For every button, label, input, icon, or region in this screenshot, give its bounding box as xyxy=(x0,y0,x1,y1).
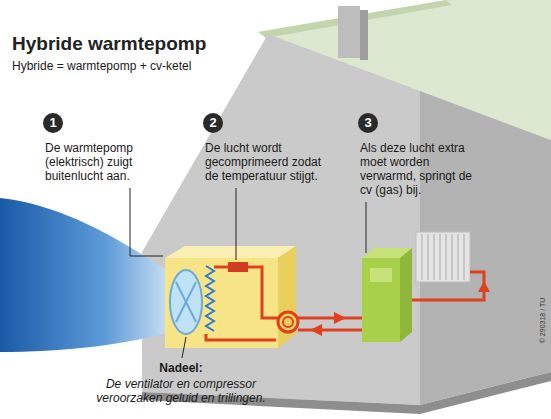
callout-number: 2 xyxy=(203,113,223,133)
subtitle: Hybride = warmtepomp + cv-ketel xyxy=(12,59,191,73)
callout-text-holder: De lucht wordt gecomprimeerd zodat de te… xyxy=(205,141,327,183)
leader-line xyxy=(366,202,367,253)
subtitle-holder: Hybride = warmtepomp + cv-ketel xyxy=(12,59,191,73)
compressor xyxy=(228,262,248,272)
callout-number-holder: 2 xyxy=(203,113,223,133)
callout-number: 3 xyxy=(358,113,378,133)
fan-blade xyxy=(176,282,196,322)
water-pipe xyxy=(298,318,362,330)
condenser-coil xyxy=(278,312,298,332)
note-heading: Nadeel: xyxy=(76,361,286,375)
radiator xyxy=(416,232,470,282)
fan xyxy=(170,270,202,334)
flow-arrow xyxy=(310,324,322,336)
callout-text: De warmtepomp (elektrisch) zuigt buitenl… xyxy=(45,141,157,183)
chimney xyxy=(338,6,360,58)
callout-text-holder: De warmtepomp (elektrisch) zuigt buitenl… xyxy=(45,141,157,183)
side-wall xyxy=(420,91,551,405)
front-wall xyxy=(142,34,420,405)
callout-text: Als deze lucht extra moet worden verwarm… xyxy=(360,141,478,197)
flow-arrow xyxy=(478,281,490,292)
cv-boiler-panel xyxy=(370,268,392,282)
evaporator-coil xyxy=(206,266,214,331)
callout-number-holder: 3 xyxy=(358,113,378,133)
note-heading-holder: Nadeel: xyxy=(76,361,286,375)
heat-pump-front xyxy=(165,258,278,348)
cv-boiler-side xyxy=(400,248,412,342)
callout-number-holder: 1 xyxy=(43,113,63,133)
flow-arrow xyxy=(334,312,346,324)
leader-line xyxy=(182,337,186,358)
note-text-holder: De ventilator en compressor veroorzaken … xyxy=(76,377,286,405)
fan-blade xyxy=(176,282,196,322)
callout-number: 1 xyxy=(43,113,63,133)
heat-pump-top xyxy=(165,246,296,258)
title-holder: Hybride warmtepomp xyxy=(12,33,206,55)
leader-line xyxy=(130,256,163,257)
cv-boiler-front xyxy=(362,258,400,342)
leader-line xyxy=(236,188,237,260)
chimney-side xyxy=(360,10,368,60)
note-text: De ventilator en compressor veroorzaken … xyxy=(76,377,286,405)
callout-text: De lucht wordt gecomprimeerd zodat de te… xyxy=(205,141,327,183)
leader-line xyxy=(130,188,131,256)
callout-text-holder: Als deze lucht extra moet worden verwarm… xyxy=(360,141,478,197)
refrigerant-pipe xyxy=(206,267,278,340)
watermark-holder: © 290318 / TU xyxy=(538,296,547,346)
watermark: © 290318 / TU xyxy=(538,296,547,346)
outside-air-stream xyxy=(0,198,176,352)
radiator-fins xyxy=(422,234,464,280)
radiator-pipe xyxy=(400,272,484,300)
condenser-coil xyxy=(283,317,293,327)
diagram-title: Hybride warmtepomp xyxy=(12,33,206,55)
